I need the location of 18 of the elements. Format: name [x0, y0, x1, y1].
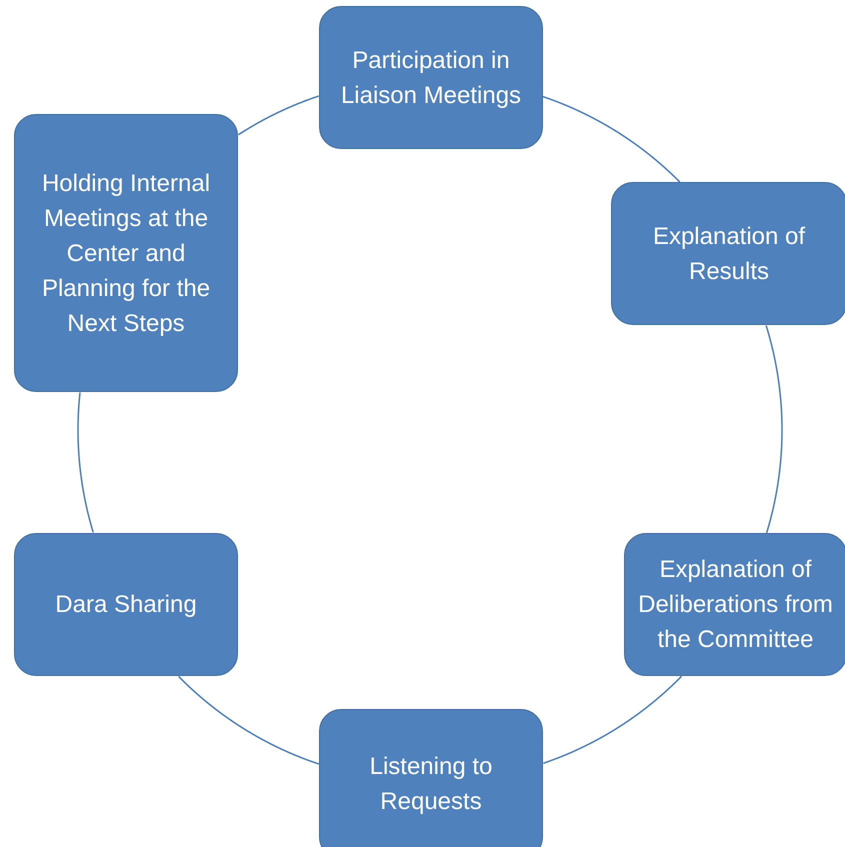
step-label: Listening to Requests	[368, 752, 494, 817]
cycle-arc	[542, 96, 680, 182]
process-box	[14, 533, 238, 676]
step-label: Dara Sharing	[55, 590, 197, 620]
cycle-arc	[543, 676, 682, 764]
step-label: Participation in Liaison Meetings	[340, 46, 522, 110]
process-box	[14, 114, 238, 392]
process-box	[319, 6, 543, 149]
step-label: Explanation of Results	[652, 222, 806, 286]
cycle-arc	[178, 676, 320, 765]
process-box	[624, 533, 845, 676]
process-box	[319, 709, 543, 847]
cycle-arc	[765, 325, 783, 534]
cycle-arc	[77, 392, 94, 533]
cycle-arc	[238, 95, 319, 136]
step-label: Holding Internal Meetings at the Center and Planning for the Next Steps	[40, 168, 212, 338]
step-label: Explanation of Deliberations from the Committee	[637, 555, 834, 655]
process-box	[611, 182, 845, 325]
